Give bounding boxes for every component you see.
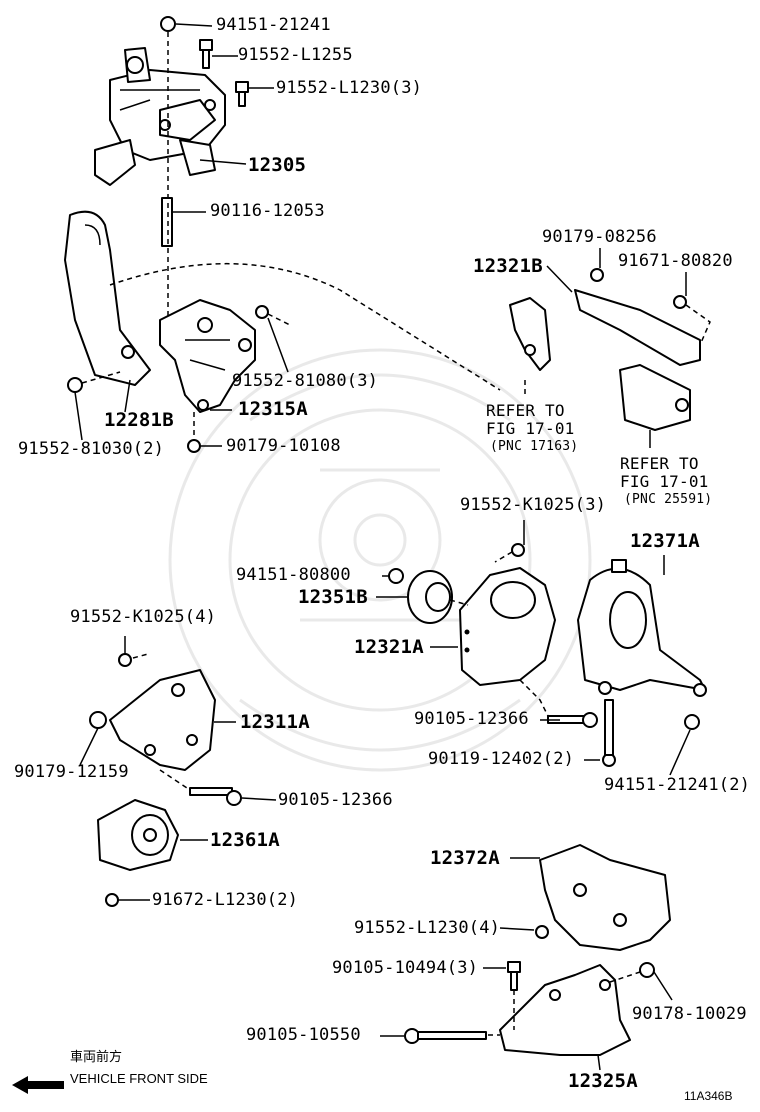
label-12351B: 12351B: [298, 586, 368, 608]
label-90119-12402-2: 90119-12402(2): [428, 749, 575, 769]
label-90105-10550: 90105-10550: [246, 1025, 361, 1045]
bolt-91552-L1230-4[interactable]: [535, 925, 549, 939]
stud-90116-12053[interactable]: [161, 197, 173, 247]
label-90116-12053: 90116-12053: [210, 201, 325, 221]
part-12311A-bracket[interactable]: [109, 669, 216, 771]
part-12321B-bracket[interactable]: [509, 289, 701, 431]
bolt-91552-K1025-4[interactable]: [118, 653, 132, 667]
label-12311A: 12311A: [240, 711, 310, 733]
nut-90179-12159[interactable]: [89, 711, 107, 729]
label-90178-10029: 90178-10029: [632, 1004, 747, 1024]
bolt-91552-K1025-3[interactable]: [511, 543, 525, 557]
vehicle-front-label: VEHICLE FRONT SIDE: [70, 1071, 208, 1086]
part-12371A-mount[interactable]: [577, 559, 707, 697]
label-91552-L1230-3: 91552-L1230(3): [276, 78, 423, 98]
bolt-90119-12402[interactable]: [602, 699, 616, 767]
part-12281B-bracket[interactable]: [64, 210, 151, 386]
label-90179-08256: 90179-08256: [542, 227, 657, 247]
label-90105-12366-a: 90105-12366: [414, 709, 529, 729]
watermark-emblem: [168, 348, 592, 772]
label-12371A: 12371A: [630, 530, 700, 552]
label-91552-K1025-3: 91552-K1025(3): [460, 495, 607, 515]
bolt-90105-10550[interactable]: [404, 1028, 487, 1044]
refer-note-1-line1: REFER TO: [486, 401, 565, 420]
bolt-90105-12366-b[interactable]: [189, 787, 242, 806]
nut-90178-10029[interactable]: [639, 962, 655, 978]
part-12325A-bracket[interactable]: [499, 964, 631, 1056]
label-91552-81080-3: 91552-81080(3): [232, 371, 379, 391]
part-12321A-bracket[interactable]: [459, 567, 556, 686]
part-12351B-bushing[interactable]: [407, 570, 453, 624]
label-91552-81030-2: 91552-81030(2): [18, 439, 165, 459]
label-91671-80820: 91671-80820: [618, 251, 733, 271]
label-12325A: 12325A: [568, 1070, 638, 1092]
bolt-91671-80820[interactable]: [673, 295, 687, 309]
label-91552-K1025-4: 91552-K1025(4): [70, 607, 217, 627]
arrow-left-icon: [12, 1076, 64, 1094]
nut-94151-21241[interactable]: [160, 16, 176, 32]
label-12315A: 12315A: [238, 398, 308, 420]
label-94151-80800: 94151-80800: [236, 565, 351, 585]
label-12372A: 12372A: [430, 847, 500, 869]
bolt-90105-12366-a[interactable]: [547, 712, 598, 728]
label-91552-L1255: 91552-L1255: [238, 45, 353, 65]
label-90179-10108: 90179-10108: [226, 436, 341, 456]
label-90105-10494-3: 90105-10494(3): [332, 958, 479, 978]
refer-note-2-line2: FIG 17-01: [620, 471, 709, 491]
bolt-90179-08256[interactable]: [590, 268, 604, 282]
label-12281B: 12281B: [104, 409, 174, 431]
label-94151-21241-2: 94151-21241(2): [604, 775, 751, 795]
bolt-91552-81030[interactable]: [67, 377, 83, 393]
label-91552-L1230-4: 91552-L1230(4): [354, 918, 501, 938]
label-12321B: 12321B: [473, 255, 543, 277]
label-91672-L1230-2: 91672-L1230(2): [152, 890, 299, 910]
vehicle-front-jp-label: 車両前方: [70, 1049, 123, 1064]
nut-90179-10108[interactable]: [187, 439, 201, 453]
refer-note-1-pnc: (PNC 17163): [490, 439, 579, 455]
part-12315A-bracket[interactable]: [159, 299, 256, 413]
bolt-91552-81080[interactable]: [255, 305, 269, 319]
label-90179-12159: 90179-12159: [14, 762, 129, 782]
label-12305: 12305: [248, 154, 307, 176]
nut-94151-21241-2[interactable]: [684, 714, 700, 730]
refer-note-2: REFER TO FIG 17-01 (PNC 25591): [620, 455, 712, 507]
refer-note-2-pnc: (PNC 25591): [624, 492, 713, 508]
refer-note-2-line1: REFER TO: [620, 454, 699, 473]
bolt-90105-10494[interactable]: [507, 961, 521, 991]
label-12361A: 12361A: [210, 829, 280, 851]
label-94151-21241: 94151-21241: [216, 15, 331, 35]
nut-94151-80800[interactable]: [388, 568, 404, 584]
part-12372A-bracket[interactable]: [539, 844, 671, 951]
bolt-91552-L1230-top[interactable]: [235, 81, 249, 107]
refer-note-1-line2: FIG 17-01: [486, 418, 575, 438]
diagram-id: 11A346B: [684, 1089, 733, 1103]
refer-note-1: REFER TO FIG 17-01 (PNC 17163): [486, 402, 578, 454]
bolt-91672-L1230[interactable]: [105, 893, 119, 907]
label-90105-12366-b: 90105-12366: [278, 790, 393, 810]
label-12321A: 12321A: [354, 636, 424, 658]
part-12361A-bracket[interactable]: [97, 799, 179, 871]
bolt-91552-L1255[interactable]: [199, 39, 213, 69]
